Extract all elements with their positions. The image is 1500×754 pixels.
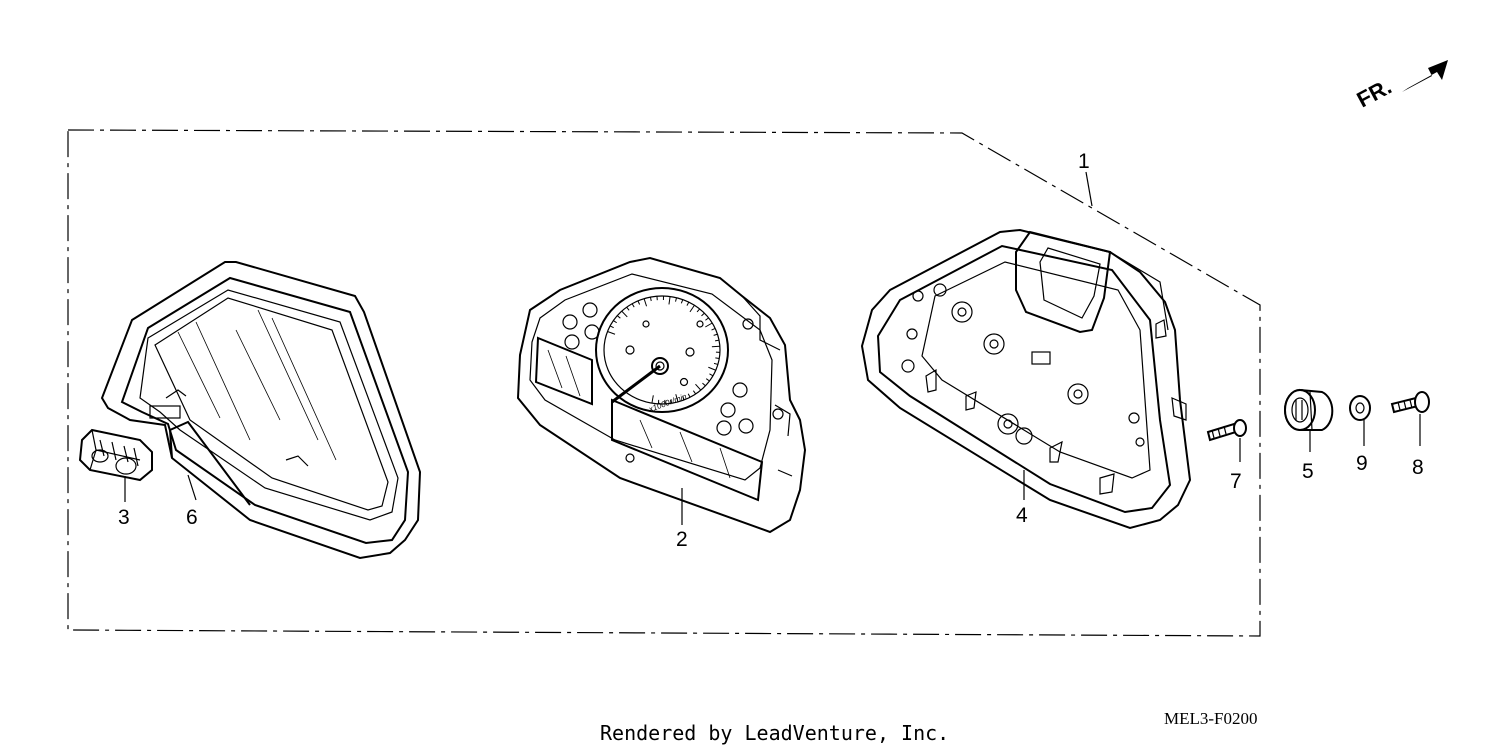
part-7-screw bbox=[1208, 420, 1246, 462]
diagram-code: MEL3-F0200 bbox=[1164, 709, 1258, 728]
part-8-bolt bbox=[1392, 392, 1429, 446]
callout-4: 4 bbox=[1016, 504, 1028, 527]
callout-5: 5 bbox=[1302, 460, 1314, 483]
front-direction-label: FR. bbox=[1353, 74, 1396, 113]
front-arrow-icon bbox=[1402, 60, 1448, 92]
callout-3: 3 bbox=[118, 506, 130, 529]
part-9-collar bbox=[1350, 396, 1370, 446]
callout-7: 7 bbox=[1230, 470, 1242, 493]
dial-tick bbox=[712, 346, 720, 347]
callout-1: 1 bbox=[1078, 150, 1090, 173]
callout-9: 9 bbox=[1356, 452, 1368, 475]
render-credit: Rendered by LeadVenture, Inc. bbox=[600, 721, 949, 745]
callout-2: 2 bbox=[676, 528, 688, 551]
callout-8: 8 bbox=[1412, 456, 1424, 479]
part-4-meter-case bbox=[862, 230, 1190, 528]
front-direction-marker: FR. bbox=[1353, 60, 1448, 112]
part-2-meter-panel: x1000r/min bbox=[518, 258, 805, 532]
dial-tick bbox=[715, 358, 719, 359]
part-3-connector bbox=[80, 430, 152, 502]
part-5-grommet bbox=[1285, 390, 1332, 452]
part-6-meter-lens-cover bbox=[102, 262, 420, 558]
callout-6: 6 bbox=[186, 506, 198, 529]
